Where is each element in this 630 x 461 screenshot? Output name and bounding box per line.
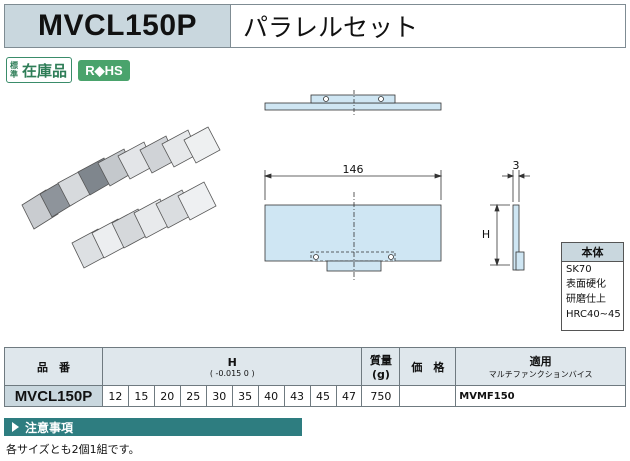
- h-header: H ( -0.015 0 ): [101, 347, 363, 386]
- row-code: MVCL150P: [4, 385, 103, 407]
- price-header: 価 格: [399, 347, 457, 386]
- h-value: 30: [205, 385, 233, 407]
- material-box: 本体 SK70 表面硬化 研磨仕上 HRC40~45: [561, 242, 624, 331]
- applicable-header-label: 適用: [529, 355, 552, 368]
- h-value: 25: [179, 385, 207, 407]
- spec-table: 品 番 H ( -0.015 0 ) 質量 (g) 価 格 適用 マルチファンク…: [4, 347, 626, 407]
- weight-value: 750: [361, 385, 401, 407]
- h-value: 47: [335, 385, 363, 407]
- material-line: SK70: [566, 264, 592, 275]
- product-code: MVCL150P: [5, 5, 231, 47]
- part-no-header: 品 番: [4, 347, 103, 386]
- applicable-model: MVMF150: [455, 385, 626, 407]
- side-view: [490, 170, 530, 271]
- stock-badge: 標準 在庫品: [6, 57, 72, 83]
- h-value: 15: [127, 385, 155, 407]
- title-header: MVCL150P パラレルセット: [4, 4, 626, 48]
- material-title: 本体: [562, 243, 623, 262]
- table-row: MVCL150P 12 15 20 25 30 35 40 43 45 47 7…: [4, 385, 626, 407]
- weight-header-label: 質量: [369, 354, 392, 367]
- weight-header: 質量 (g): [361, 347, 401, 386]
- front-view: [263, 170, 443, 282]
- h-value: 12: [101, 385, 129, 407]
- h-value: 45: [309, 385, 337, 407]
- notes-header: 注意事項: [4, 418, 302, 436]
- notes-text: 各サイズとも2個1組です。: [6, 443, 140, 456]
- height-dimension: H: [482, 228, 490, 241]
- material-line: HRC40~45: [566, 309, 621, 320]
- h-header-label: H: [227, 355, 237, 369]
- weight-header-unit: (g): [371, 368, 390, 381]
- material-line: 表面硬化: [566, 279, 606, 290]
- h-value: 20: [153, 385, 181, 407]
- thickness-dimension: 3: [513, 159, 520, 172]
- applicable-header: 適用 マルチファンクションバイス: [455, 347, 626, 386]
- price-value: [399, 385, 457, 407]
- stock-badge-label: 在庫品: [22, 61, 68, 80]
- stock-badge-small: 標準: [10, 61, 18, 79]
- h-tolerance: ( -0.015 0 ): [209, 368, 255, 378]
- rohs-badge: R◆HS: [78, 60, 130, 81]
- product-name: パラレルセット: [243, 13, 419, 42]
- top-view: [264, 90, 442, 115]
- h-value: 40: [257, 385, 285, 407]
- triangle-right-icon: [12, 422, 19, 432]
- product-photo: [21, 126, 221, 269]
- width-dimension: 146: [343, 163, 364, 176]
- notes-title: 注意事項: [25, 420, 74, 435]
- h-value: 35: [231, 385, 259, 407]
- material-line: 研磨仕上: [566, 294, 606, 305]
- h-value: 43: [283, 385, 311, 407]
- applicable-header-sub: マルチファンクションバイス: [488, 370, 593, 379]
